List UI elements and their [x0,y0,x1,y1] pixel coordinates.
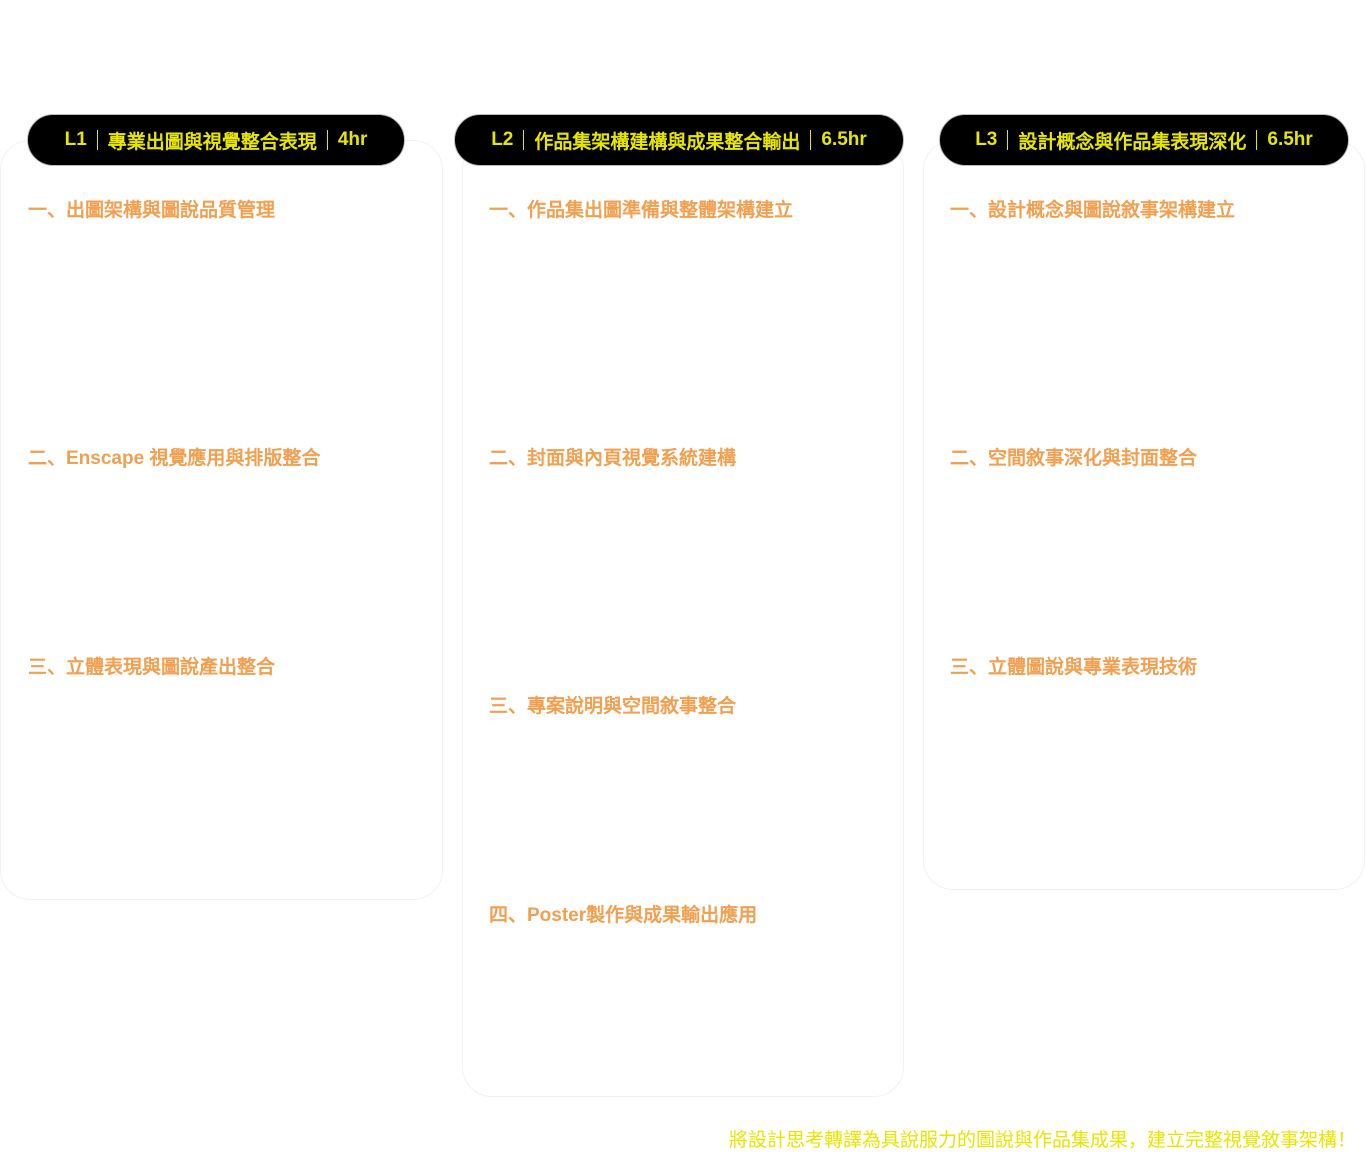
divider [96,130,98,150]
divider [1256,130,1258,150]
section-heading: 三、專案說明與空間敘事整合 [489,696,737,717]
divider [523,130,525,150]
divider [810,130,812,150]
level-title: 作品集架構建構與成果整合輸出 [534,131,801,153]
level-title: 專業出圖與視覺整合表現 [107,131,317,153]
level-hours: 6.5hr [821,129,867,150]
level-3-card [923,140,1365,890]
section-heading: 二、Enscape 視覺應用與排版整合 [28,448,321,469]
section-heading: 一、出圖架構與圖說品質管理 [28,200,276,221]
level-2-card [462,140,904,1097]
section-heading: 一、設計概念與圖說敘事架構建立 [950,200,1236,221]
level-3-header: L3 設計概念與作品集表現深化 6.5hr [939,114,1349,166]
level-code: L1 [64,129,87,150]
level-hours: 4hr [337,129,368,150]
section-heading: 二、封面與內頁視覺系統建構 [489,448,737,469]
divider [1007,130,1009,150]
section-heading: 三、立體表現與圖說產出整合 [28,657,276,678]
footer-tagline: 將設計思考轉譯為具說服力的圖說與作品集成果，建立完整視覺敘事架構！ [728,1130,1356,1151]
level-2-header: L2 作品集架構建構與成果整合輸出 6.5hr [454,114,904,166]
level-1-header: L1 專業出圖與視覺整合表現 4hr [27,114,405,166]
divider [326,130,328,150]
section-heading: 一、作品集出圖準備與整體架構建立 [489,200,794,221]
level-hours: 6.5hr [1267,129,1313,150]
level-title: 設計概念與作品集表現深化 [1018,131,1247,153]
level-1-card [0,140,443,900]
section-heading: 二、空間敘事深化與封面整合 [950,448,1198,469]
section-heading: 三、立體圖說與專業表現技術 [950,657,1198,678]
level-code: L3 [975,129,998,150]
section-heading: 四、Poster製作與成果輸出應用 [489,905,758,926]
level-code: L2 [491,129,514,150]
